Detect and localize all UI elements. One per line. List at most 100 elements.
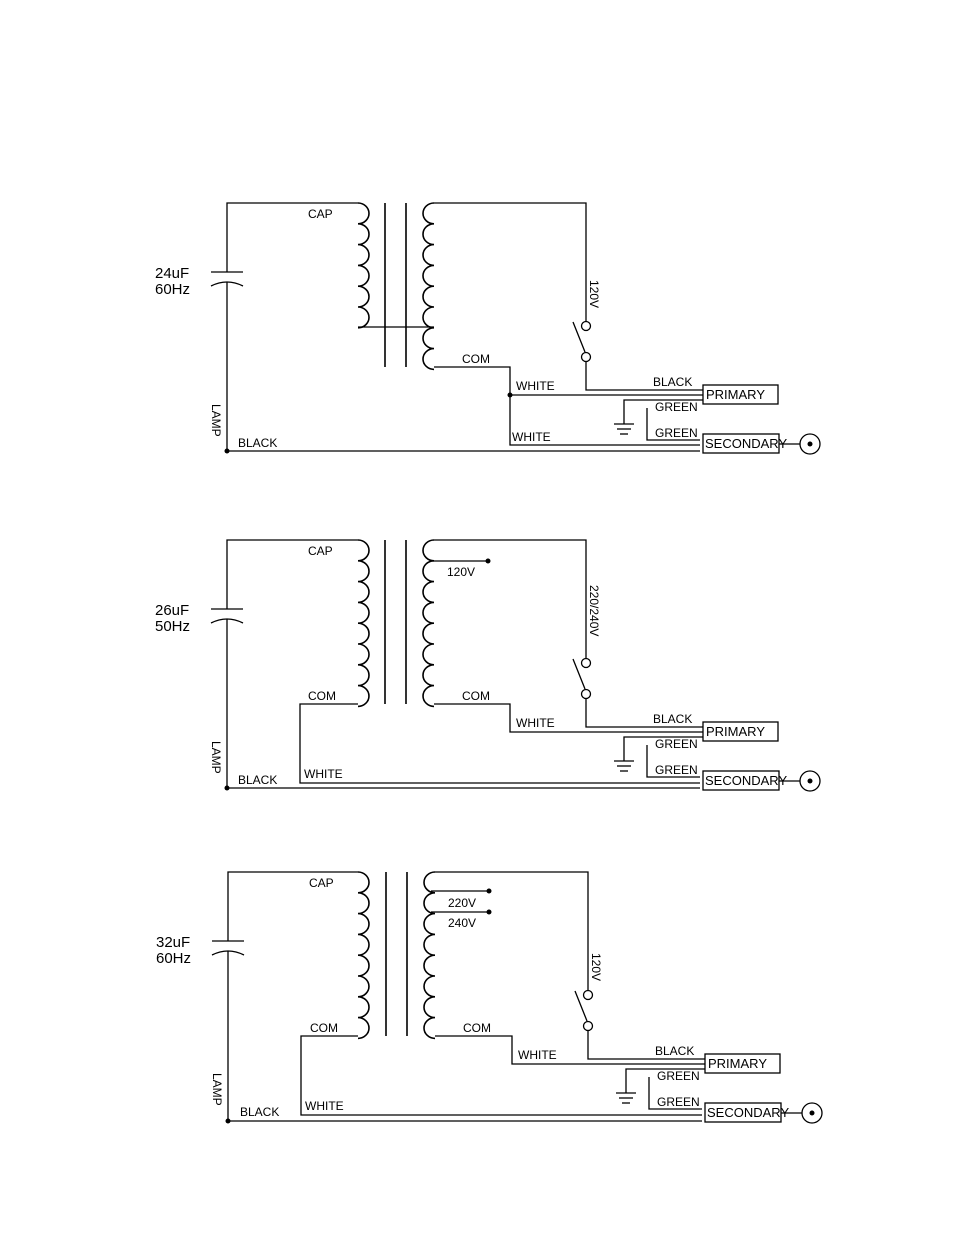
secondary-label: SECONDARY (707, 1105, 789, 1120)
cap-label: CAP (308, 544, 333, 558)
green-primary-wire (623, 399, 704, 424)
output-terminal-dot (807, 441, 813, 447)
switch-terminal-bottom (582, 1020, 594, 1032)
switch-lever (574, 990, 588, 1022)
com-wire (434, 366, 700, 446)
switch-terminal-top (582, 989, 594, 1001)
lamp-label: LAMP (209, 741, 223, 774)
left-coil (357, 539, 370, 708)
com-right-label: COM (462, 689, 490, 703)
lamp-junction-dot (225, 1118, 231, 1124)
cap-label: CAP (308, 207, 333, 221)
switch-terminal-bottom (580, 688, 592, 700)
green-primary-wire (623, 736, 704, 761)
switch-voltage-label: 120V (589, 953, 603, 981)
capacitor-value: 26uF (155, 602, 189, 619)
wiring-diagram-3: 32uF 60Hz 220V 240V 120V PRIMARY SE (156, 871, 823, 1124)
primary-label: PRIMARY (706, 387, 765, 402)
lamp-junction-dot (224, 785, 230, 791)
switch-lever (572, 658, 586, 690)
tap-1-label: 120V (447, 565, 475, 579)
primary-box (704, 1053, 781, 1074)
right-coil (422, 202, 435, 371)
capacitor-value: 24uF (155, 265, 189, 282)
black-left-label: BLACK (238, 436, 277, 450)
capacitor-symbol (210, 608, 244, 624)
green-top-label: GREEN (657, 1069, 700, 1083)
tap-2-label: 240V (448, 916, 476, 930)
output-terminal-dot (809, 1110, 815, 1116)
green-bottom-label: GREEN (655, 426, 698, 440)
lamp-loop-wire (226, 202, 358, 272)
tap-1-dot (485, 558, 491, 564)
green-top-label: GREEN (655, 400, 698, 414)
output-terminal-dot (807, 778, 813, 784)
capacitor-frequency: 60Hz (155, 281, 190, 298)
wiring-diagram-2: 26uF 50Hz 120V 220/240V PRIMARY SECONDAR… (155, 539, 821, 792)
secondary-label: SECONDARY (705, 773, 787, 788)
black-right-label: BLACK (653, 375, 692, 389)
white-left-label: WHITE (305, 1099, 344, 1113)
ground-symbol (614, 760, 634, 772)
green-top-label: GREEN (655, 737, 698, 751)
wiring-diagram-1: 24uF 60Hz 120V PRIMARY SECON (155, 202, 821, 455)
white-top-label: WHITE (516, 716, 555, 730)
capacitor-symbol (211, 940, 245, 956)
output-terminal-icon (799, 433, 821, 455)
tap-2-dot (486, 909, 492, 915)
ground-symbol (616, 1092, 636, 1104)
com-right-label: COM (462, 352, 490, 366)
tap-1-dot (486, 888, 492, 894)
white-bottom-label: WHITE (512, 430, 551, 444)
lamp-loop-wire (227, 871, 358, 941)
switch-voltage-label: 220/240V (587, 585, 601, 636)
green-secondary-wire (646, 408, 700, 441)
secondary-label: SECONDARY (705, 436, 787, 451)
green-secondary-wire (646, 745, 700, 778)
output-terminal-icon (801, 1102, 823, 1124)
switch-supply-wire (434, 539, 587, 658)
right-coil (423, 871, 436, 1040)
primary-label: PRIMARY (706, 724, 765, 739)
capacitor-frequency: 60Hz (156, 950, 191, 967)
capacitor-value: 32uF (156, 934, 190, 951)
lamp-junction-dot (224, 448, 230, 454)
com-left-label: COM (308, 689, 336, 703)
black-left-label: BLACK (238, 773, 277, 787)
black-right-label: BLACK (653, 712, 692, 726)
ground-symbol (614, 423, 634, 435)
green-secondary-wire (648, 1077, 702, 1110)
switch-supply-wire (435, 871, 589, 990)
right-coil (422, 539, 435, 708)
com-right-label: COM (463, 1021, 491, 1035)
switch-supply-wire (434, 202, 587, 321)
switch-terminal-top (580, 657, 592, 669)
cap-label: CAP (309, 876, 334, 890)
black-primary-wire (587, 1031, 706, 1060)
primary-label: PRIMARY (708, 1056, 767, 1071)
capacitor-symbol (210, 271, 244, 287)
capacitor-frequency: 50Hz (155, 618, 190, 635)
green-bottom-label: GREEN (655, 763, 698, 777)
com-wire (435, 1035, 706, 1065)
black-right-label: BLACK (655, 1044, 694, 1058)
white-left-label: WHITE (304, 767, 343, 781)
switch-lever (572, 321, 586, 353)
green-bottom-label: GREEN (657, 1095, 700, 1109)
white-top-label: WHITE (516, 379, 555, 393)
white-top-label: WHITE (518, 1048, 557, 1062)
lamp-label: LAMP (209, 404, 223, 437)
lamp-label: LAMP (210, 1073, 224, 1106)
left-com-wire (299, 703, 700, 784)
com-left-label: COM (310, 1021, 338, 1035)
green-primary-wire (625, 1068, 706, 1093)
tap-1-label: 220V (448, 896, 476, 910)
left-com-wire (300, 1035, 702, 1116)
switch-terminal-top (580, 320, 592, 332)
black-primary-wire (585, 699, 704, 728)
black-primary-wire (585, 362, 704, 391)
white-junction-dot (507, 392, 513, 398)
primary-box (702, 384, 779, 405)
left-coil (357, 871, 370, 1040)
